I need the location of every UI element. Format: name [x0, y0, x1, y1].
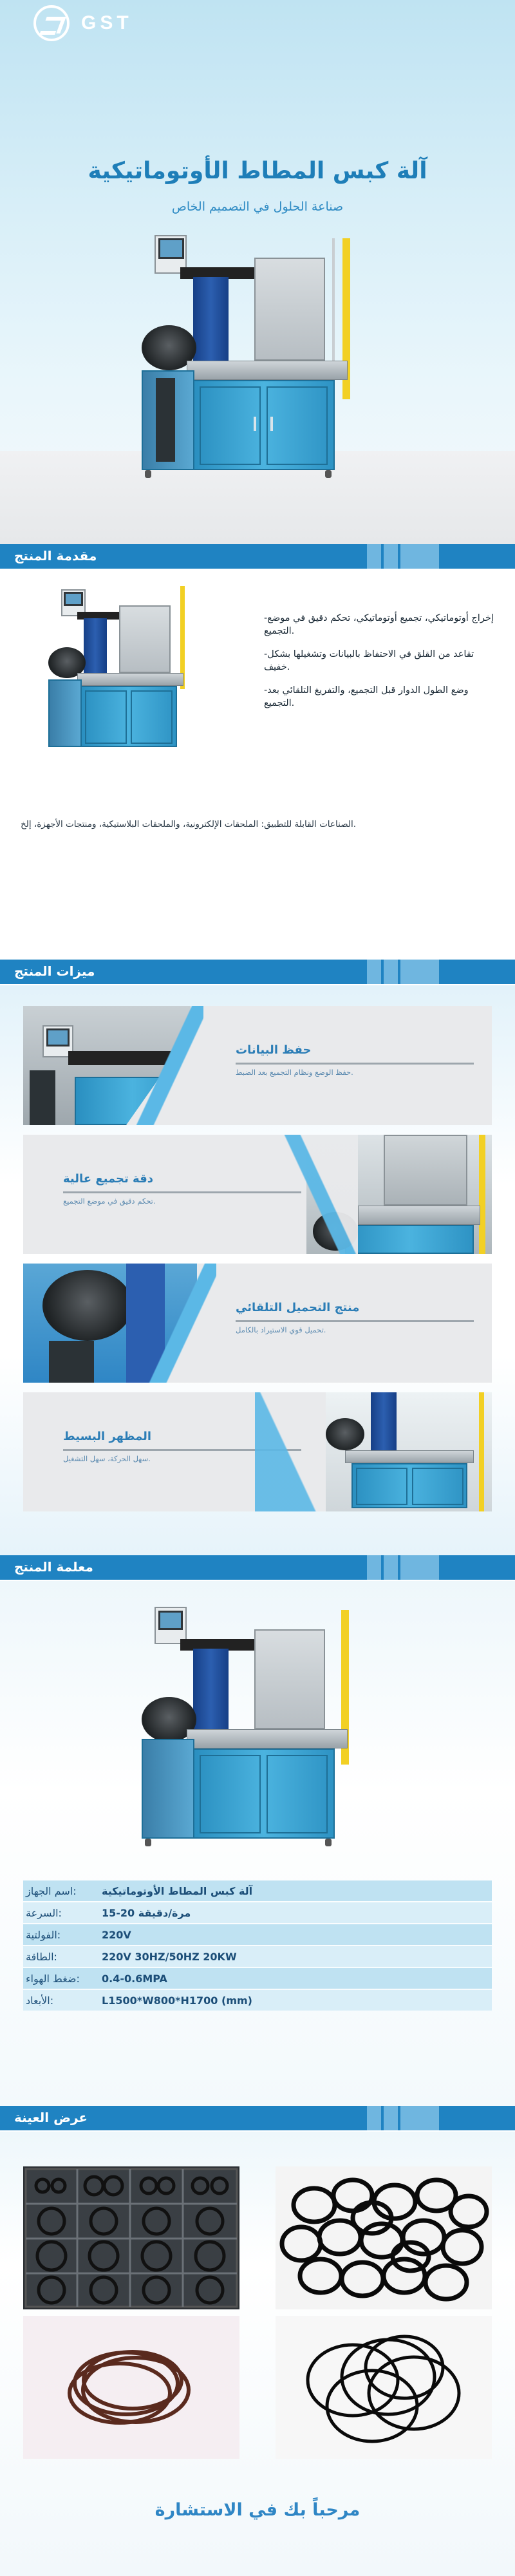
spec-row: الفولتية: 220V	[23, 1924, 492, 1945]
hero-subtitle: صناعة الحلول في التصميم الخاص	[171, 200, 344, 214]
spec-value: 15-20 مرة/دقيقة	[102, 1906, 191, 1919]
section-title-params: معلمة المنتج	[14, 1559, 93, 1575]
spec-row: الأبعاد: L1500*W800*H1700 (mm)	[23, 1990, 492, 2011]
params-section: اسم الجهاز: آلة كبس المطاط الأوتوماتيكية…	[0, 1581, 515, 2106]
hero-machine-image	[142, 232, 360, 502]
footer-consultation-text[interactable]: مرحباً بك في الاستشارة	[154, 2500, 360, 2520]
intro-section: -إخراج أوتوماتيكي، تجميع أوتوماتيكي، تحك…	[0, 570, 515, 960]
sample-image-black-rings-pile	[276, 2166, 492, 2309]
spec-key: الطاقة:	[26, 1950, 57, 1963]
decor-stripes	[367, 960, 439, 984]
section-bar-intro: مقدمة المنتج	[0, 544, 515, 569]
samples-section: مرحباً بك في الاستشارة	[0, 2132, 515, 2576]
spec-value: 0.4-0.6MPA	[102, 1972, 167, 1985]
sample-image-brown-rings	[23, 2316, 239, 2459]
intro-feature-list: -إخراج أوتوماتيكي، تجميع أوتوماتيكي، تحك…	[264, 612, 496, 720]
spec-value: 220V	[102, 1928, 131, 1941]
feature-divider	[236, 1063, 474, 1065]
spec-table: اسم الجهاز: آلة كبس المطاط الأوتوماتيكية…	[23, 1880, 492, 2012]
intro-point: -إخراج أوتوماتيكي، تجميع أوتوماتيكي، تحك…	[264, 613, 494, 636]
decor-stripes	[367, 544, 439, 569]
section-bar-samples: عرض العينة	[0, 2106, 515, 2130]
brand-logo[interactable]: GST	[33, 5, 133, 41]
feature-desc: تحميل قوي الاستيراد بالكامل.	[236, 1325, 326, 1334]
params-machine-image	[142, 1607, 360, 1864]
spec-key: ضغط الهواء:	[26, 1972, 80, 1985]
sample-image-oring-kit	[23, 2166, 239, 2309]
hero-banner: GST آلة كبس المطاط الأوتوماتيكية صناعة ا…	[0, 0, 515, 544]
feature-desc: تحكم دقيق في موضع التجميع.	[63, 1197, 156, 1206]
spec-value: L1500*W800*H1700 (mm)	[102, 1994, 252, 2007]
feature-divider	[63, 1191, 301, 1193]
feature-title: المظهر البسيط	[63, 1430, 152, 1443]
intro-applications: الصناعات القابلة للتطبيق: الملحقات الإلك…	[21, 819, 357, 829]
hero-title: آلة كبس المطاط الأوتوماتيكية	[88, 158, 427, 184]
section-title-samples: عرض العينة	[14, 2110, 88, 2125]
decor-stripes	[367, 1555, 439, 1580]
section-title-intro: مقدمة المنتج	[14, 548, 97, 564]
section-bar-params: معلمة المنتج	[0, 1555, 515, 1580]
intro-machine-image	[48, 586, 190, 766]
feature-desc: سهل الحركة، سهل التشغيل.	[63, 1454, 151, 1463]
spec-row: اسم الجهاز: آلة كبس المطاط الأوتوماتيكية	[23, 1880, 492, 1901]
feature-title: منتج التحميل التلقائي	[236, 1301, 360, 1314]
brand-name: GST	[81, 12, 133, 33]
logo-icon	[33, 5, 70, 41]
feature-title: حفظ البيانات	[236, 1043, 312, 1057]
spec-key: الفولتية:	[26, 1928, 61, 1941]
feature-desc: حفظ الوضع ونظام التجميع بعد الضبط.	[236, 1068, 353, 1077]
feature-title: دقة تجميع عالية	[63, 1172, 153, 1186]
feature-divider	[63, 1449, 301, 1451]
spec-key: السرعة:	[26, 1906, 62, 1919]
spec-row: ضغط الهواء: 0.4-0.6MPA	[23, 1968, 492, 1989]
spec-value: آلة كبس المطاط الأوتوماتيكية	[102, 1884, 253, 1897]
spec-row: الطاقة: 220V 30HZ/50HZ 20KW	[23, 1946, 492, 1967]
feature-card: المظهر البسيط سهل الحركة، سهل التشغيل.	[23, 1392, 492, 1511]
spec-key: الأبعاد:	[26, 1994, 54, 2007]
intro-point: -تقاعد من القلق في الاحتفاظ بالبيانات وت…	[264, 649, 474, 672]
section-bar-features: ميزات المنتج	[0, 960, 515, 984]
feature-card: دقة تجميع عالية تحكم دقيق في موضع التجمي…	[23, 1135, 492, 1254]
feature-card: منتج التحميل التلقائي تحميل قوي الاستيرا…	[23, 1264, 492, 1383]
spec-value: 220V 30HZ/50HZ 20KW	[102, 1950, 237, 1963]
spec-key: اسم الجهاز:	[26, 1884, 77, 1897]
feature-divider	[236, 1320, 474, 1322]
feature-card: حفظ البيانات حفظ الوضع ونظام التجميع بعد…	[23, 1006, 492, 1125]
sample-image-large-black-rings	[276, 2316, 492, 2459]
decor-stripes	[367, 2106, 439, 2130]
intro-point: -وضع الطول الدوار قبل التجميع، والتفريغ …	[264, 685, 469, 708]
spec-row: السرعة: 15-20 مرة/دقيقة	[23, 1902, 492, 1923]
section-title-features: ميزات المنتج	[14, 963, 95, 979]
features-section: حفظ البيانات حفظ الوضع ونظام التجميع بعد…	[0, 985, 515, 1555]
